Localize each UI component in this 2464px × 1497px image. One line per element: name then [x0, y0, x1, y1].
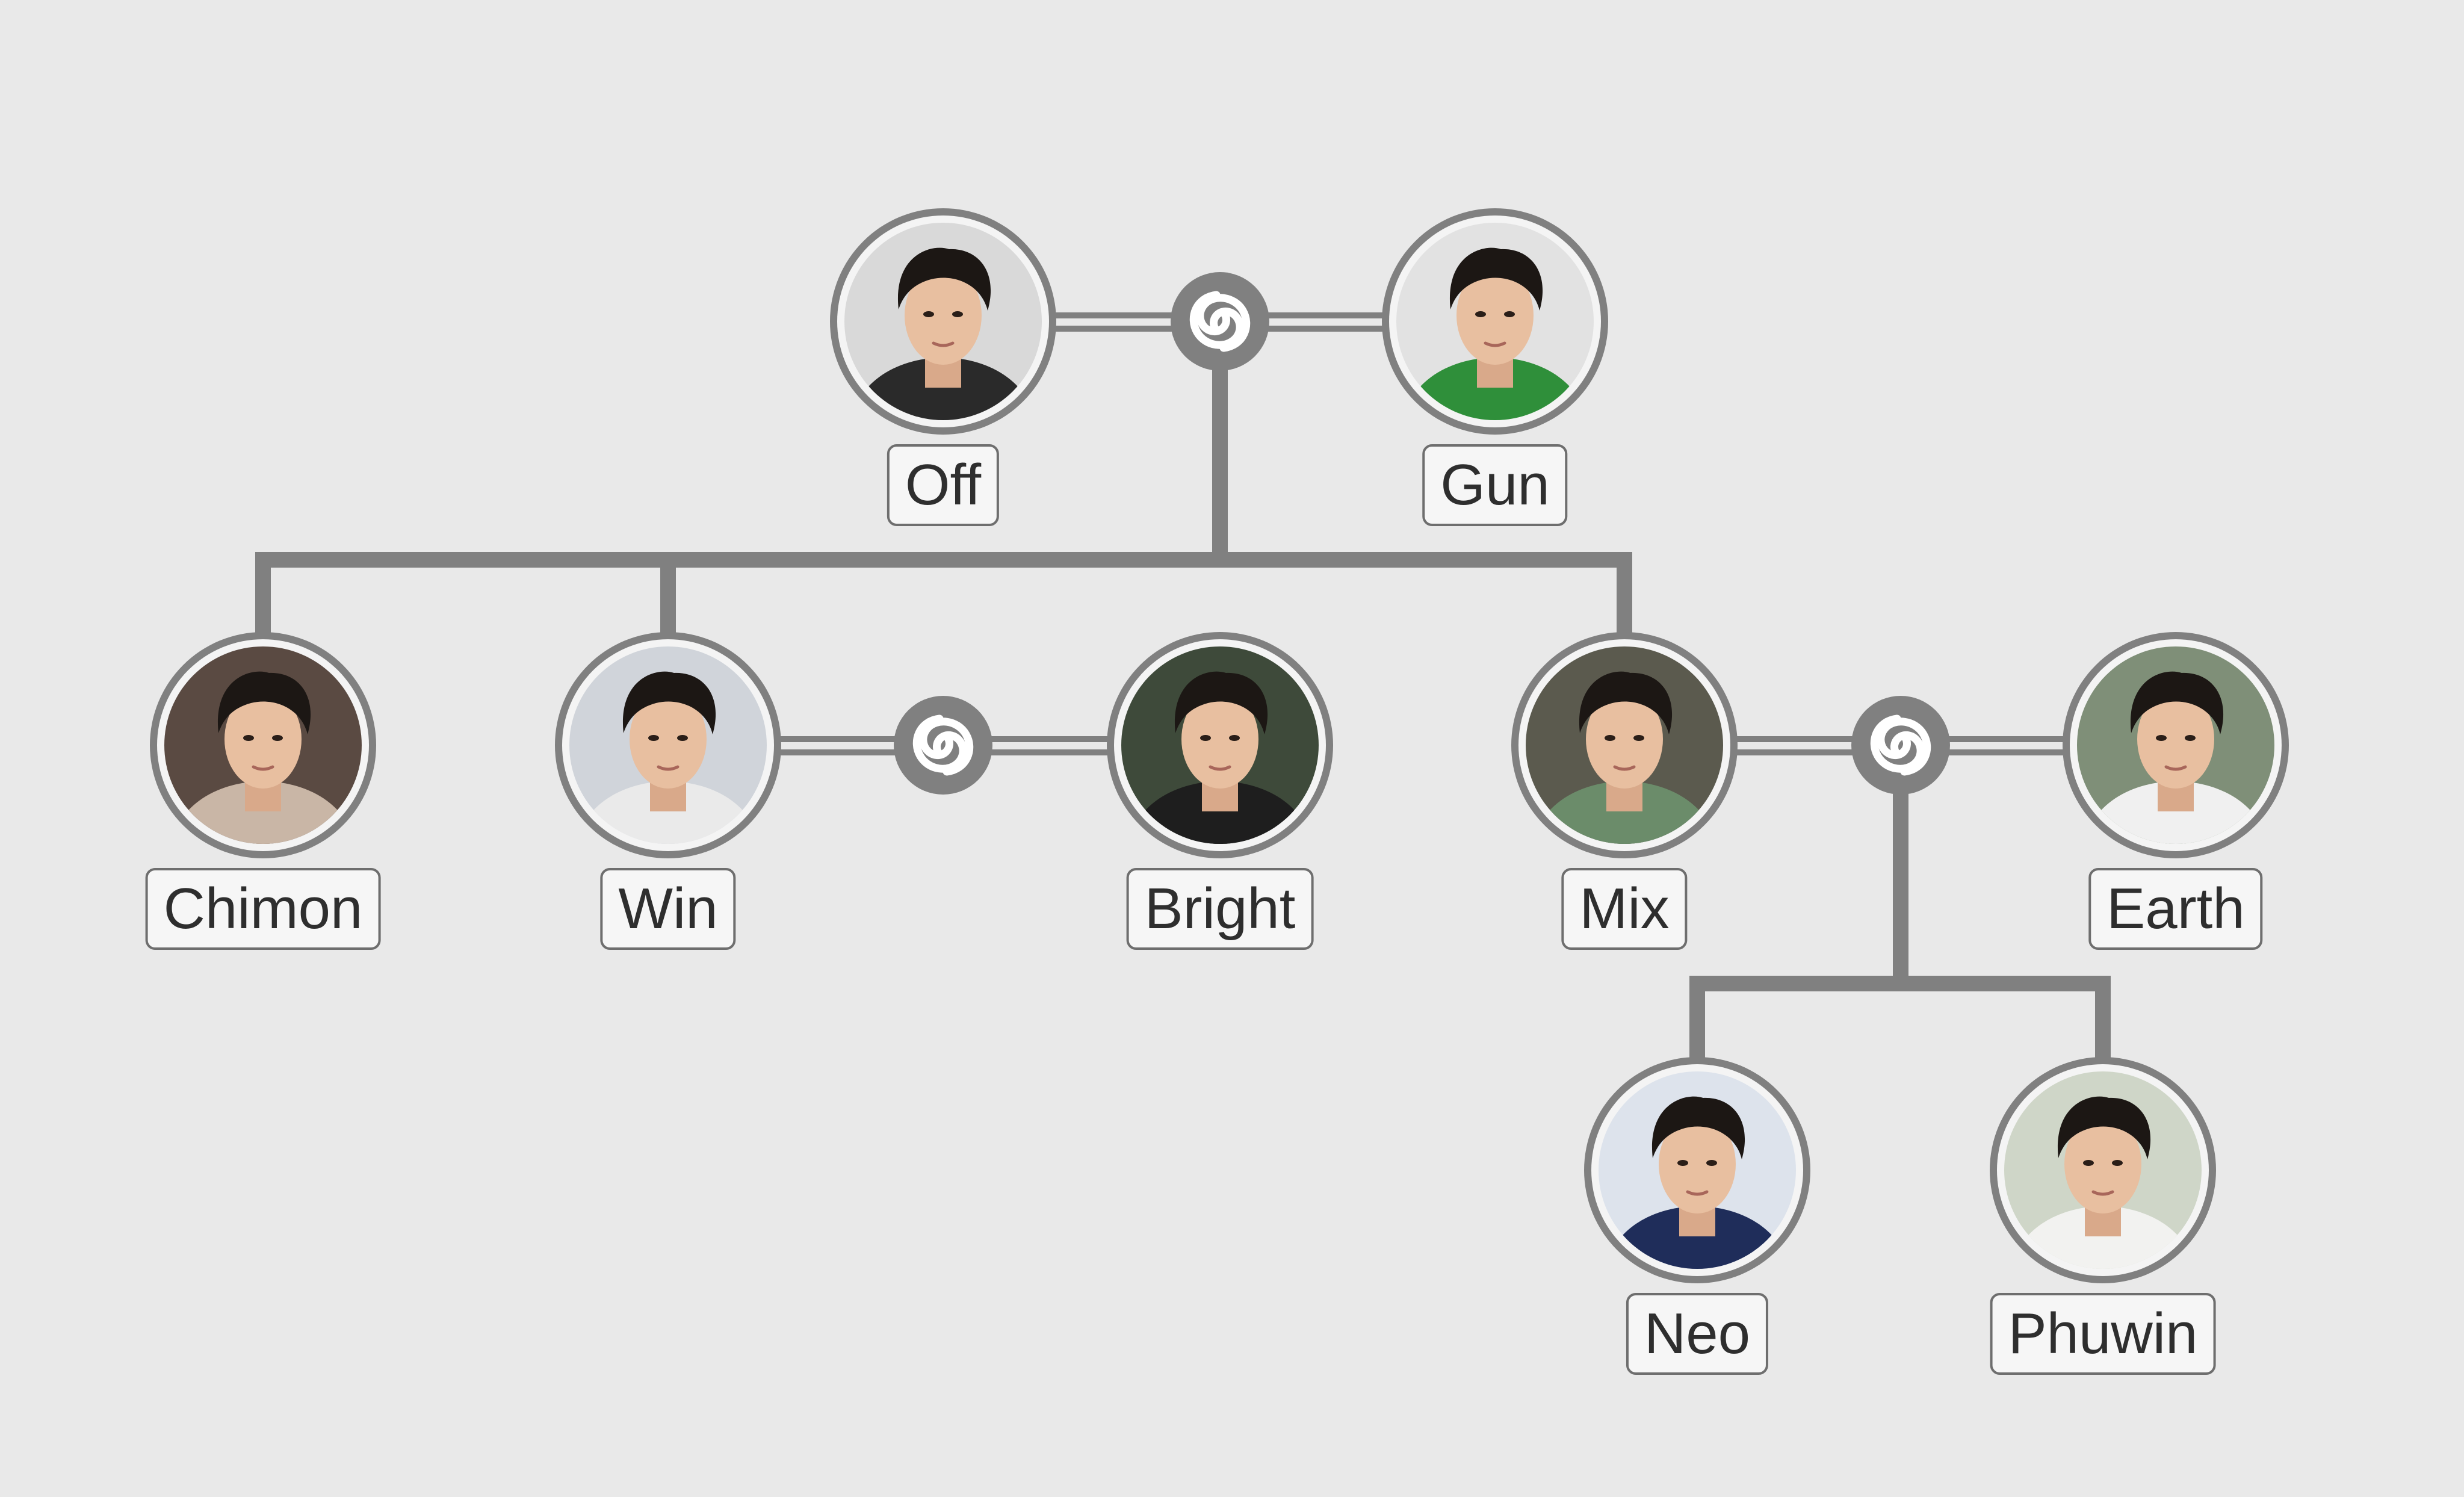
- person-avatars: [150, 208, 2289, 1339]
- person-name-label: Gun: [1422, 444, 1568, 526]
- person-name-label: Phuwin: [1990, 1293, 2216, 1375]
- person-name-label: Chimon: [145, 868, 381, 950]
- avatar-portrait-leather-jacket[interactable]: [1107, 632, 1333, 914]
- person-name-label: Bright: [1126, 868, 1314, 950]
- avatar-portrait-navy-shirt[interactable]: [1584, 1057, 1810, 1339]
- union-swirl-icon: [894, 696, 992, 795]
- person-name-label: Neo: [1626, 1293, 1769, 1375]
- avatar-portrait-white-shirt[interactable]: [2063, 632, 2289, 914]
- union-swirl-icon: [1851, 696, 1950, 795]
- avatar-portrait-dark-hair[interactable]: [830, 208, 1056, 490]
- avatar-portrait-light-shirt[interactable]: [1990, 1057, 2216, 1339]
- avatar-portrait-smiling[interactable]: [555, 632, 781, 914]
- person-name-label: Earth: [2088, 868, 2263, 950]
- connector-lines: [255, 312, 2111, 1061]
- avatar-portrait-glasses[interactable]: [150, 632, 376, 914]
- person-name-label: Off: [887, 444, 1000, 526]
- union-markers: [894, 272, 1950, 795]
- union-swirl-icon: [1171, 272, 1269, 371]
- avatar-portrait-hand-on-face[interactable]: [1382, 208, 1608, 490]
- person-name-label: Win: [600, 868, 736, 950]
- avatar-portrait-chin-on-hand[interactable]: [1511, 632, 1738, 914]
- person-name-label: Mix: [1561, 868, 1688, 950]
